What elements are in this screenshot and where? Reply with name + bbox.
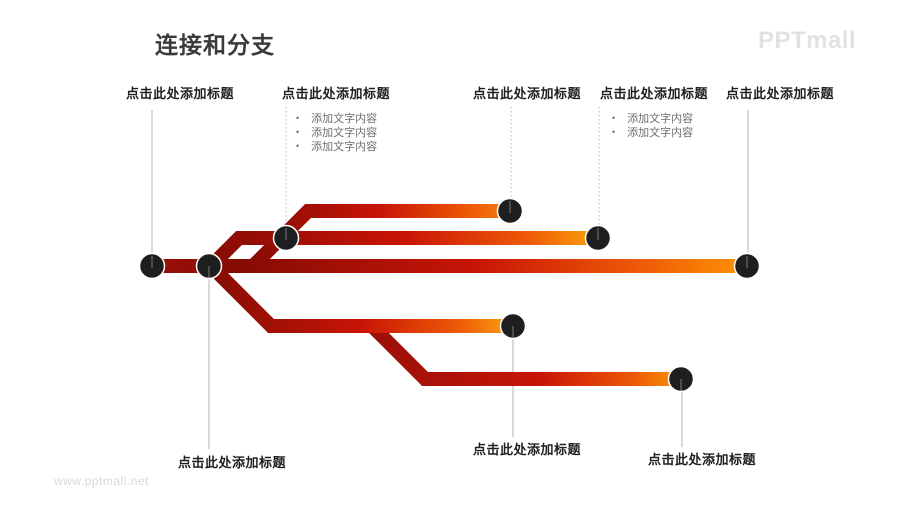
node-title-top-2[interactable]: 点击此处添加标题 (281, 86, 391, 101)
bullet-item[interactable]: 添加文字内容 (612, 112, 693, 126)
bullet-item[interactable]: 添加文字内容 (296, 126, 377, 140)
node-title-bottom-1[interactable]: 点击此处添加标题 (177, 455, 287, 470)
branch-path-lower-2 (367, 321, 681, 386)
bullet-item[interactable]: 添加文字内容 (612, 126, 693, 140)
node-title-bottom-3[interactable]: 点击此处添加标题 (647, 452, 757, 467)
branch-path-upper-1 (246, 204, 510, 273)
watermark: www.pptmall.net (54, 474, 149, 488)
pptmall-logo: PPTmall (758, 27, 857, 54)
bullet-item[interactable]: 添加文字内容 (296, 112, 377, 126)
branch-path-lower-1 (206, 261, 513, 333)
bullet-item[interactable]: 添加文字内容 (296, 140, 377, 154)
branch-path-upper-2 (206, 231, 598, 271)
node-title-top-1[interactable]: 点击此处添加标题 (125, 86, 235, 101)
node-title-bottom-2[interactable]: 点击此处添加标题 (472, 442, 582, 457)
node-title-top-3[interactable]: 点击此处添加标题 (472, 86, 582, 101)
bullet-list-top-4[interactable]: 添加文字内容 添加文字内容 (612, 112, 693, 140)
page-title: 连接和分支 (155, 32, 275, 58)
node-title-top-4[interactable]: 点击此处添加标题 (599, 86, 709, 101)
bullet-list-top-2[interactable]: 添加文字内容 添加文字内容 添加文字内容 (296, 112, 377, 154)
node-title-top-5[interactable]: 点击此处添加标题 (725, 86, 835, 101)
